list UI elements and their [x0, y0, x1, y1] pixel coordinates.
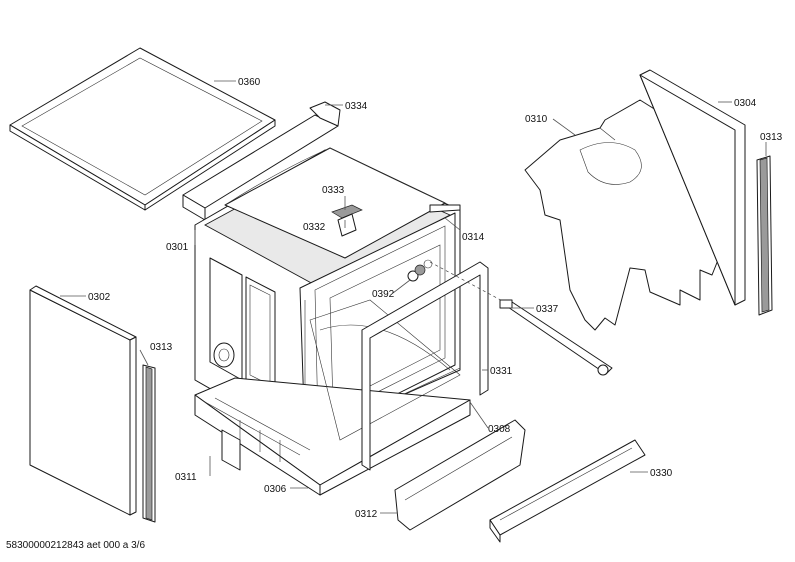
label-0313-left: 0313 [150, 342, 173, 353]
part-0302-door-panel [29, 285, 137, 516]
part-0312-kick [394, 419, 526, 531]
label-0312: 0312 [355, 509, 378, 520]
label-0334: 0334 [345, 101, 368, 112]
label-0306: 0306 [264, 484, 287, 495]
label-0337: 0337 [536, 304, 559, 315]
label-0360: 0360 [238, 77, 261, 88]
part-0311-base [194, 377, 471, 496]
label-0331: 0331 [490, 366, 513, 377]
label-0332: 0332 [303, 222, 326, 233]
part-0392 [407, 259, 511, 306]
label-0302: 0302 [88, 292, 111, 303]
document-id-footer: 58300000212843 aet 000 a 3/6 [6, 540, 146, 551]
label-0301: 0301 [166, 242, 189, 253]
part-0313-strip-left [142, 364, 156, 523]
label-0392: 0392 [372, 289, 395, 300]
label-0313-right: 0313 [760, 132, 783, 143]
part-0360-worktop [9, 47, 276, 211]
part-0304-panel [639, 69, 746, 306]
label-0304: 0304 [734, 98, 757, 109]
part-0330-rail [489, 439, 646, 543]
part-0308-seal [361, 261, 489, 471]
part-0313-strip-right [756, 155, 773, 316]
part-0314-strip [429, 204, 461, 213]
leader-lines [60, 80, 767, 514]
label-0314: 0314 [462, 232, 485, 243]
part-0333 [331, 204, 363, 237]
label-0310: 0310 [525, 114, 548, 125]
label-0333: 0333 [322, 185, 345, 196]
part-0334-rail [182, 101, 341, 221]
label-0330: 0330 [650, 468, 673, 479]
part-0337-rod [499, 299, 613, 376]
label-0308: 0308 [488, 424, 511, 435]
label-0311: 0311 [175, 472, 197, 483]
